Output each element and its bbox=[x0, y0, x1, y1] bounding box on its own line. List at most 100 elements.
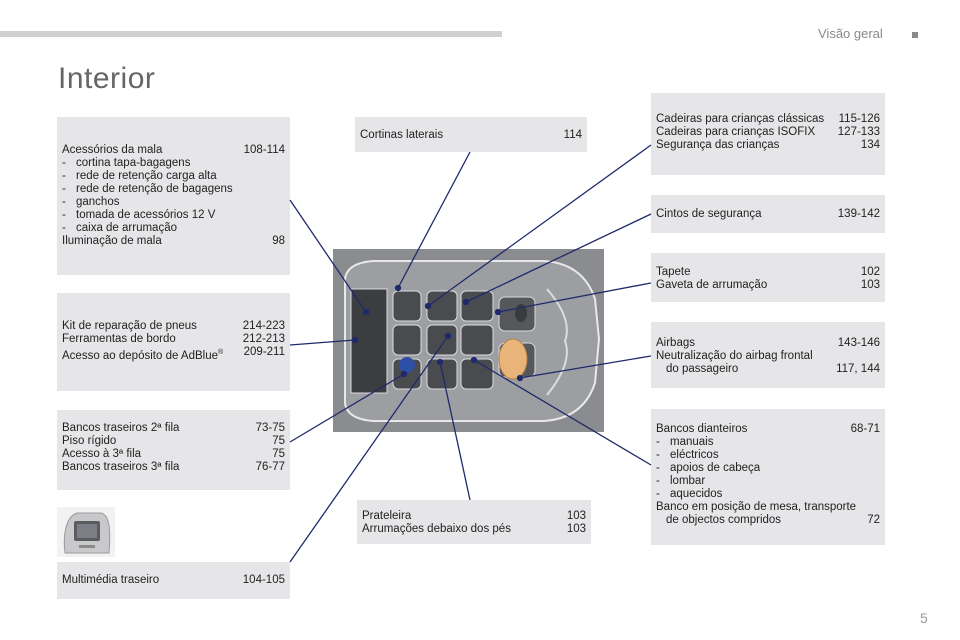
pages: 103 bbox=[860, 279, 880, 291]
list-item: -eléctricos bbox=[656, 449, 719, 461]
label: do passageiro bbox=[666, 363, 739, 375]
label: Kit de reparação de pneus bbox=[62, 320, 197, 332]
list-item: Arrumações debaixo dos pés 103 bbox=[362, 523, 586, 536]
label: Iluminação de mala bbox=[62, 235, 162, 247]
label: Airbags bbox=[656, 337, 695, 349]
pages: 108-114 bbox=[243, 144, 285, 156]
pages: 103 bbox=[566, 523, 586, 535]
list-item: Airbags 143-146 bbox=[656, 337, 880, 350]
label: de objectos compridos bbox=[666, 514, 782, 526]
list-item: -apoios de cabeça bbox=[656, 462, 761, 474]
pages: 72 bbox=[867, 514, 880, 526]
pages: 127-133 bbox=[837, 126, 880, 138]
box-acessorios-mala[interactable]: Acessórios da mala 108-114 -cortina tapa-… bbox=[57, 117, 290, 275]
pages: 75 bbox=[272, 435, 285, 447]
header-bar bbox=[0, 31, 502, 37]
pages: 134 bbox=[860, 139, 880, 151]
pages: 139-142 bbox=[837, 208, 880, 220]
box-cortinas-laterais[interactable]: Cortinas laterais 114 bbox=[355, 117, 587, 152]
list-item: -cortina tapa-bagagens bbox=[62, 157, 191, 169]
list-item: Acesso à 3ª fila 75 bbox=[62, 448, 285, 461]
label: Tapete bbox=[656, 266, 691, 278]
pages: 143-146 bbox=[837, 337, 880, 349]
label: caixa de arrumação bbox=[76, 222, 177, 234]
label-wrap: Acesso ao depósito de AdBlue® bbox=[62, 346, 223, 363]
pages: 104-105 bbox=[242, 574, 285, 586]
box-bancos-traseiros[interactable]: Bancos traseiros 2ª fila 73-75 Piso rígid… bbox=[57, 410, 290, 490]
label: cortina tapa-bagagens bbox=[76, 157, 191, 169]
box-kit-reparacao[interactable]: Kit de reparação de pneus 214-223 Ferrame… bbox=[57, 293, 290, 391]
label: Cadeiras para crianças clássicas bbox=[656, 113, 825, 125]
list-item: -ganchos bbox=[62, 196, 120, 208]
label: apoios de cabeça bbox=[670, 462, 761, 474]
pages: 214-223 bbox=[242, 320, 285, 332]
car-diagram-panel bbox=[333, 249, 604, 432]
label: rede de retenção de bagagens bbox=[76, 183, 233, 195]
label: Bancos traseiros 2ª fila bbox=[62, 422, 180, 434]
list-item: -aquecidos bbox=[656, 488, 723, 500]
list-item: Ferramentas de bordo 212-213 bbox=[62, 333, 285, 346]
row-extra: Iluminação de mala 98 bbox=[62, 235, 285, 248]
pages: 115-126 bbox=[838, 113, 880, 125]
list-item: Neutralização do airbag frontal bbox=[656, 350, 813, 362]
pages: 73-75 bbox=[255, 422, 285, 434]
pages: 68-71 bbox=[850, 423, 880, 435]
label: Cintos de segurança bbox=[656, 208, 762, 220]
list-item: -rede de retenção carga alta bbox=[62, 170, 217, 182]
label: tomada de acessórios 12 V bbox=[76, 209, 216, 221]
list-item: -lombar bbox=[656, 475, 706, 487]
label: rede de retenção carga alta bbox=[76, 170, 217, 182]
list-item: -rede de retenção de bagagens bbox=[62, 183, 233, 195]
row-title: Acessórios da mala 108-114 bbox=[62, 144, 285, 157]
list-item: Cadeiras para crianças ISOFIX 127-133 bbox=[656, 126, 880, 139]
row-title: Bancos dianteiros 68-71 bbox=[656, 423, 880, 436]
label: Bancos dianteiros bbox=[656, 423, 748, 435]
list-item: Cintos de segurança 139-142 bbox=[656, 208, 880, 221]
label: Acesso à 3ª fila bbox=[62, 448, 142, 460]
pages: 117, 144 bbox=[836, 363, 880, 375]
label: Acesso ao depósito de AdBlue bbox=[62, 349, 219, 362]
pages: 114 bbox=[563, 129, 582, 141]
list-item: Segurança das crianças 134 bbox=[656, 139, 880, 152]
label: Cadeiras para crianças ISOFIX bbox=[656, 126, 816, 138]
list-item: do passageiro 117, 144 bbox=[656, 363, 880, 376]
list-item: Acesso ao depósito de AdBlue®209-211 bbox=[62, 346, 285, 363]
list-item: -manuais bbox=[656, 436, 714, 448]
label: Bancos traseiros 3ª fila bbox=[62, 461, 180, 473]
page-heading: Interior bbox=[58, 62, 156, 95]
box-bancos-dianteiros[interactable]: Bancos dianteiros 68-71 -manuais -eléctri… bbox=[651, 409, 885, 545]
section-marker bbox=[912, 32, 918, 38]
list-item: -tomada de acessórios 12 V bbox=[62, 209, 216, 221]
box-airbags[interactable]: Airbags 143-146 Neutralização do airbag f… bbox=[651, 322, 885, 388]
label: Acessórios da mala bbox=[62, 144, 163, 156]
pages: 98 bbox=[272, 235, 285, 247]
list-item: Banco em posição de mesa, transporte bbox=[656, 501, 857, 513]
label: eléctricos bbox=[670, 449, 719, 461]
list-item: Bancos traseiros 2ª fila 73-75 bbox=[62, 422, 285, 435]
pages: 212-213 bbox=[242, 333, 285, 345]
list-item: de objectos compridos 72 bbox=[656, 514, 880, 527]
list-item: Piso rígido 75 bbox=[62, 435, 285, 448]
list-item: -caixa de arrumação bbox=[62, 222, 177, 234]
label: Segurança das crianças bbox=[656, 139, 780, 151]
label: lombar bbox=[670, 475, 706, 487]
superscript: ® bbox=[218, 349, 224, 356]
pages: 75 bbox=[272, 448, 285, 460]
label: aquecidos bbox=[670, 488, 723, 500]
box-cintos-seguranca[interactable]: Cintos de segurança 139-142 bbox=[651, 195, 885, 233]
label: Cortinas laterais bbox=[360, 129, 444, 141]
label: Ferramentas de bordo bbox=[62, 333, 176, 345]
label: Arrumações debaixo dos pés bbox=[362, 523, 511, 535]
label: Piso rígido bbox=[62, 435, 117, 447]
label: manuais bbox=[670, 436, 714, 448]
list-item: Cadeiras para crianças clássicas 115-126 bbox=[656, 113, 880, 126]
